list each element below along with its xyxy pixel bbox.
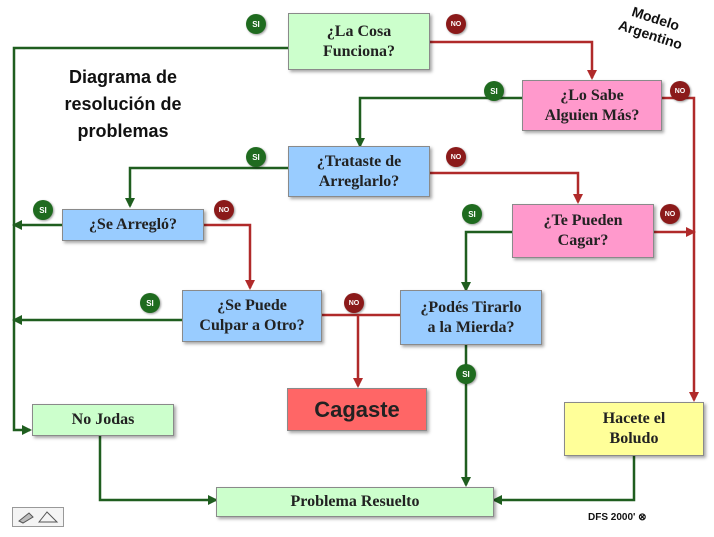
node-culpar: ¿Se Puede Culpar a Otro? [182,290,322,342]
connector-nojodas-resuelto [98,434,218,505]
connector-funciona-si [12,46,288,435]
badge-si: SI [484,81,504,101]
connector-sabe-si [355,96,522,148]
node-arreglo: ¿Se Arregló? [62,209,204,241]
badge-si: SI [462,204,482,224]
badge-no: NO [344,293,364,313]
connector-trataste-si [125,166,288,208]
connector-funciona-no [430,40,597,80]
node-nojodas: No Jodas [32,404,174,436]
credit-text: DFS 2000' ⊗ [588,512,647,523]
corner-logo-image [12,507,64,527]
node-cagaste: Cagaste [287,388,427,431]
pencil-logo-icon [18,511,59,524]
node-sabe: ¿Lo Sabe Alguien Más? [522,80,662,131]
connector-arreglo-no [204,223,255,290]
badge-no: NO [214,200,234,220]
connector-boludo-resuelto [492,456,636,505]
badge-si: SI [140,293,160,313]
node-resuelto: Problema Resuelto [216,487,494,517]
badge-no: NO [670,81,690,101]
connector-sabe-no [662,96,699,402]
badge-si: SI [246,147,266,167]
node-cagar: ¿Te Pueden Cagar? [512,204,654,258]
node-tirarlo: ¿Podés Tirarlo a la Mierda? [400,290,542,345]
node-funciona: ¿La Cosa Funciona? [288,13,430,70]
node-trataste: ¿Trataste de Arreglarlo? [288,146,430,197]
badge-si: SI [246,14,266,34]
badge-no: NO [660,204,680,224]
badge-si: SI [33,200,53,220]
diagram-heading: Diagrama de resolución de problemas [64,67,182,141]
badge-no: NO [446,147,466,167]
connector-trataste-no [430,171,583,204]
connector-cagar-si [461,230,512,292]
node-boludo: Hacete el Boludo [564,402,704,456]
badge-no: NO [446,14,466,34]
badge-si: SI [456,364,476,384]
